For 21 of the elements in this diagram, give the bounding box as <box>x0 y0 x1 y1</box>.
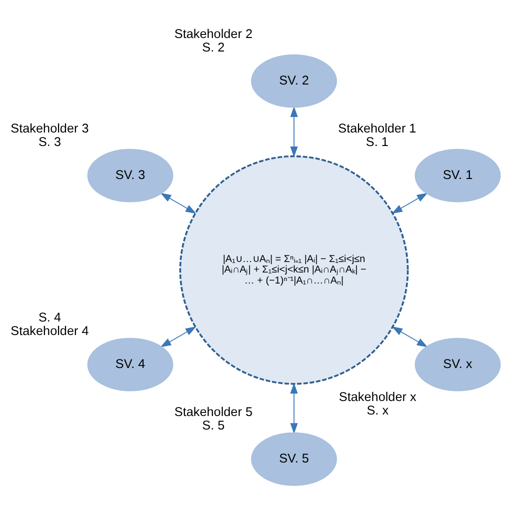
arrow <box>160 192 196 214</box>
node-label: Stakeholder 2 <box>174 26 253 40</box>
node-ellipse: SV. 5 <box>251 432 337 486</box>
node-circle: |A₁∪…∪Aₙ| = Σⁿᵢ₌₁ |Aᵢ| − Σ₁≤i<j≤n |Aᵢ∩Aⱼ| + Σ₁≤i<j<k≤n |Aᵢ∩Aⱼ∩Aₖ| − … + (−1)ⁿ⁻¹|A₁∩…∩Aₙ| <box>179 154 409 384</box>
node-label: Stakeholder 4 <box>10 323 89 338</box>
node-label: S. 1 <box>366 134 388 148</box>
arrow <box>392 326 428 347</box>
node-label: S. 4 <box>38 310 61 324</box>
node-label: S. 5 <box>202 418 225 432</box>
arrow <box>160 326 196 347</box>
arrow <box>392 192 428 214</box>
node-label: Stakeholder 1 <box>338 120 416 135</box>
arrow <box>290 106 298 157</box>
node-label: S. 2 <box>202 40 225 54</box>
node-ellipse: SV. 2 <box>251 54 337 108</box>
node-label: Stakeholder x <box>338 389 416 404</box>
node-label: Stakeholder 3 <box>10 120 89 135</box>
node-label: S. x <box>366 403 389 418</box>
node-label: Stakeholder 5 <box>174 404 253 418</box>
node-label: S. 3 <box>38 134 61 148</box>
arrow <box>290 382 298 434</box>
